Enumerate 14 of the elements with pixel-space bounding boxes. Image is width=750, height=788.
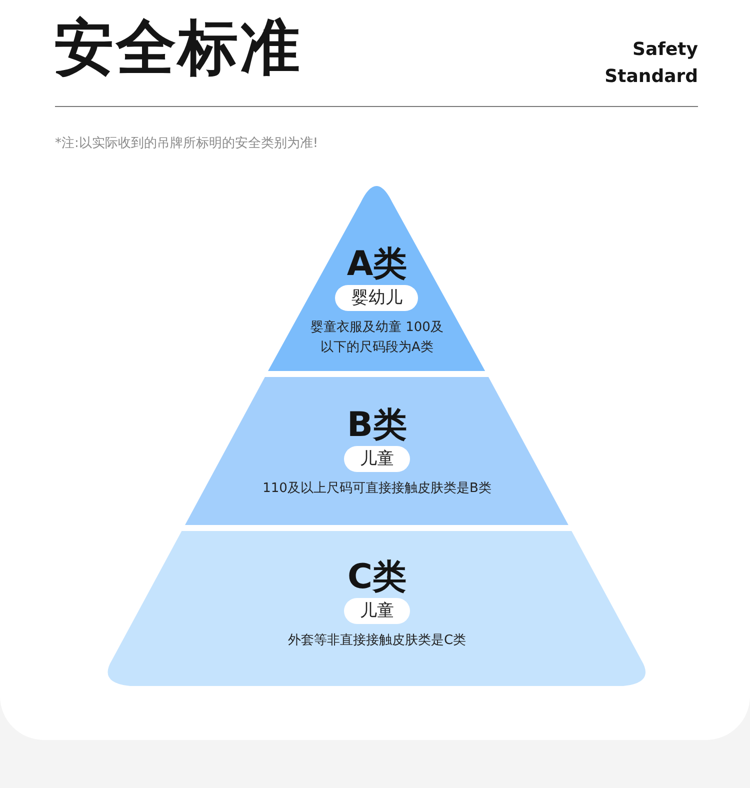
- subtitle-text: Safety Standard: [604, 38, 698, 89]
- tier-description: 110及以上尺码可直接接触皮肤类是B类: [262, 480, 492, 498]
- pyramid-tier: [185, 377, 569, 525]
- category-pill: 儿童: [344, 446, 410, 472]
- note-text: *注:以实际收到的吊牌所标明的安全类别为准!: [55, 135, 318, 152]
- tier-heading: A类: [346, 245, 408, 283]
- pyramid-tier: [268, 184, 486, 371]
- tier-description: 外套等非直接接触皮肤类是C类: [288, 632, 466, 650]
- category-pill: 儿童: [344, 598, 410, 624]
- category-pill: 婴幼儿: [335, 285, 418, 311]
- tier-heading: C类: [348, 558, 406, 596]
- tier-heading: B类: [347, 406, 407, 444]
- page-title: 安全标准: [54, 12, 302, 85]
- tier-description: 婴童衣服及幼童 100及以下的尺码段为A类: [310, 319, 444, 357]
